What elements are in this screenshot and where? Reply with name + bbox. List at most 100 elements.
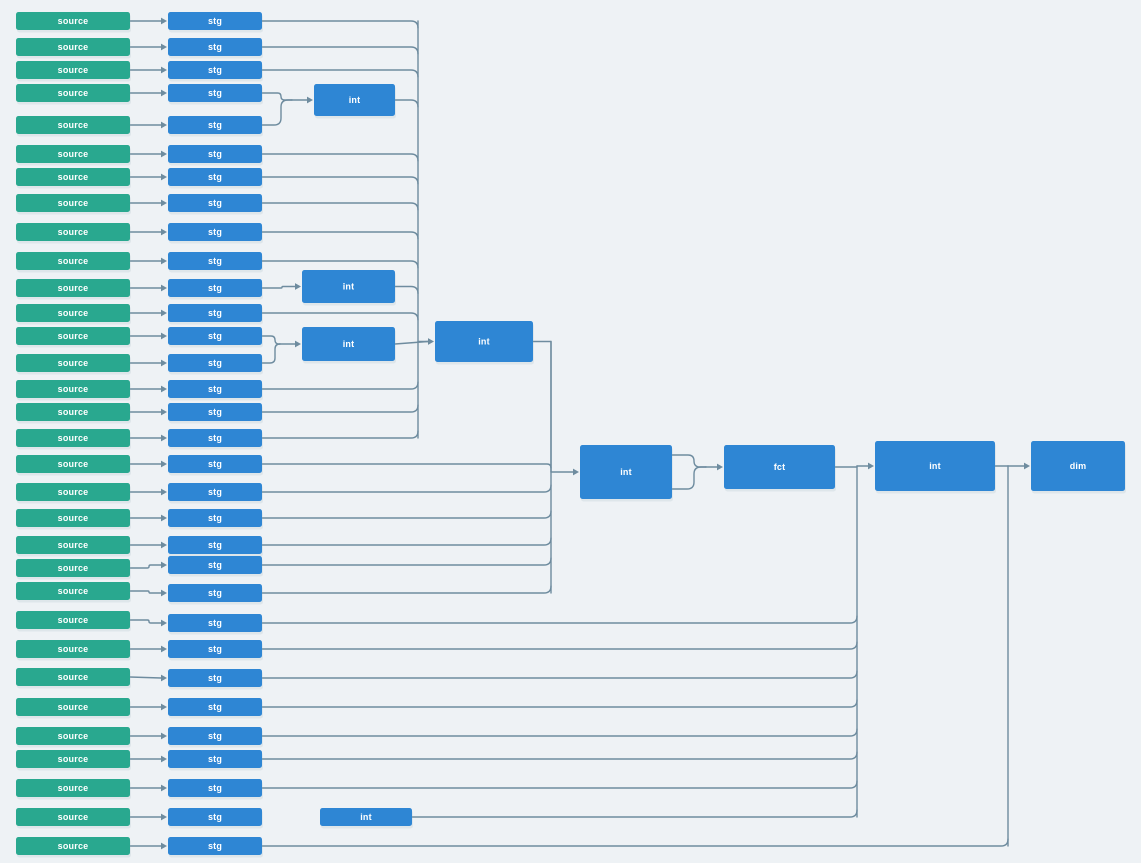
node-box[interactable]: [16, 509, 130, 527]
node-box[interactable]: [168, 168, 262, 186]
node-box[interactable]: [16, 116, 130, 134]
node-box[interactable]: [168, 640, 262, 658]
node-stg[interactable]: stg: [168, 483, 263, 504]
node-source[interactable]: source: [16, 194, 131, 215]
node-box[interactable]: [16, 536, 130, 554]
node-stg[interactable]: stg: [168, 194, 263, 215]
node-box[interactable]: [168, 536, 262, 554]
node-source[interactable]: source: [16, 38, 131, 59]
node-box[interactable]: [168, 698, 262, 716]
node-dim[interactable]: dim: [1031, 441, 1126, 494]
node-box[interactable]: [16, 483, 130, 501]
node-box[interactable]: [314, 84, 395, 116]
node-box[interactable]: [168, 727, 262, 745]
node-box[interactable]: [168, 354, 262, 372]
node-box[interactable]: [16, 559, 130, 577]
node-box[interactable]: [16, 582, 130, 600]
node-source[interactable]: source: [16, 536, 131, 557]
node-box[interactable]: [168, 84, 262, 102]
node-box[interactable]: [168, 614, 262, 632]
node-box[interactable]: [16, 698, 130, 716]
node-box[interactable]: [168, 194, 262, 212]
node-stg[interactable]: stg: [168, 429, 263, 450]
node-source[interactable]: source: [16, 168, 131, 189]
node-stg[interactable]: stg: [168, 145, 263, 166]
node-box[interactable]: [435, 321, 533, 362]
node-box[interactable]: [168, 455, 262, 473]
node-int[interactable]: int: [302, 327, 396, 364]
node-stg[interactable]: stg: [168, 808, 263, 829]
node-stg[interactable]: stg: [168, 837, 263, 858]
node-box[interactable]: [168, 380, 262, 398]
node-stg[interactable]: stg: [168, 168, 263, 189]
node-box[interactable]: [16, 223, 130, 241]
node-stg[interactable]: stg: [168, 354, 263, 375]
node-source[interactable]: source: [16, 808, 131, 829]
node-box[interactable]: [168, 252, 262, 270]
node-box[interactable]: [16, 61, 130, 79]
node-stg[interactable]: stg: [168, 12, 263, 33]
node-box[interactable]: [168, 429, 262, 447]
node-stg[interactable]: stg: [168, 61, 263, 82]
node-source[interactable]: source: [16, 727, 131, 748]
node-box[interactable]: [16, 12, 130, 30]
node-box[interactable]: [16, 403, 130, 421]
node-box[interactable]: [168, 556, 262, 574]
node-stg[interactable]: stg: [168, 727, 263, 748]
node-box[interactable]: [168, 116, 262, 134]
node-box[interactable]: [168, 584, 262, 602]
node-source[interactable]: source: [16, 559, 131, 580]
node-stg[interactable]: stg: [168, 223, 263, 244]
node-source[interactable]: source: [16, 380, 131, 401]
node-box[interactable]: [16, 38, 130, 56]
node-int[interactable]: int: [320, 808, 413, 829]
node-box[interactable]: [168, 279, 262, 297]
node-box[interactable]: [302, 327, 395, 361]
node-stg[interactable]: stg: [168, 640, 263, 661]
node-source[interactable]: source: [16, 223, 131, 244]
node-int[interactable]: int: [302, 270, 396, 306]
node-source[interactable]: source: [16, 750, 131, 771]
node-box[interactable]: [580, 445, 672, 499]
node-box[interactable]: [168, 837, 262, 855]
node-box[interactable]: [16, 304, 130, 322]
node-source[interactable]: source: [16, 279, 131, 300]
node-stg[interactable]: stg: [168, 455, 263, 476]
node-source[interactable]: source: [16, 354, 131, 375]
node-box[interactable]: [16, 354, 130, 372]
node-box[interactable]: [16, 429, 130, 447]
node-source[interactable]: source: [16, 403, 131, 424]
node-box[interactable]: [16, 455, 130, 473]
node-box[interactable]: [16, 640, 130, 658]
node-box[interactable]: [168, 750, 262, 768]
node-int[interactable]: int: [875, 441, 996, 494]
node-box[interactable]: [16, 279, 130, 297]
node-box[interactable]: [168, 38, 262, 56]
node-box[interactable]: [168, 483, 262, 501]
node-fct[interactable]: fct: [724, 445, 836, 492]
node-box[interactable]: [875, 441, 995, 491]
node-source[interactable]: source: [16, 509, 131, 530]
node-stg[interactable]: stg: [168, 614, 263, 635]
node-stg[interactable]: stg: [168, 403, 263, 424]
node-source[interactable]: source: [16, 640, 131, 661]
node-source[interactable]: source: [16, 12, 131, 33]
node-box[interactable]: [168, 304, 262, 322]
node-stg[interactable]: stg: [168, 556, 263, 577]
node-box[interactable]: [16, 327, 130, 345]
node-source[interactable]: source: [16, 429, 131, 450]
node-box[interactable]: [16, 750, 130, 768]
node-source[interactable]: source: [16, 116, 131, 137]
node-source[interactable]: source: [16, 668, 131, 689]
node-box[interactable]: [168, 61, 262, 79]
node-stg[interactable]: stg: [168, 327, 263, 348]
node-box[interactable]: [16, 668, 130, 686]
node-box[interactable]: [16, 611, 130, 629]
node-box[interactable]: [16, 145, 130, 163]
node-box[interactable]: [168, 509, 262, 527]
node-stg[interactable]: stg: [168, 509, 263, 530]
node-box[interactable]: [320, 808, 412, 826]
node-source[interactable]: source: [16, 455, 131, 476]
node-int[interactable]: int: [580, 445, 673, 502]
